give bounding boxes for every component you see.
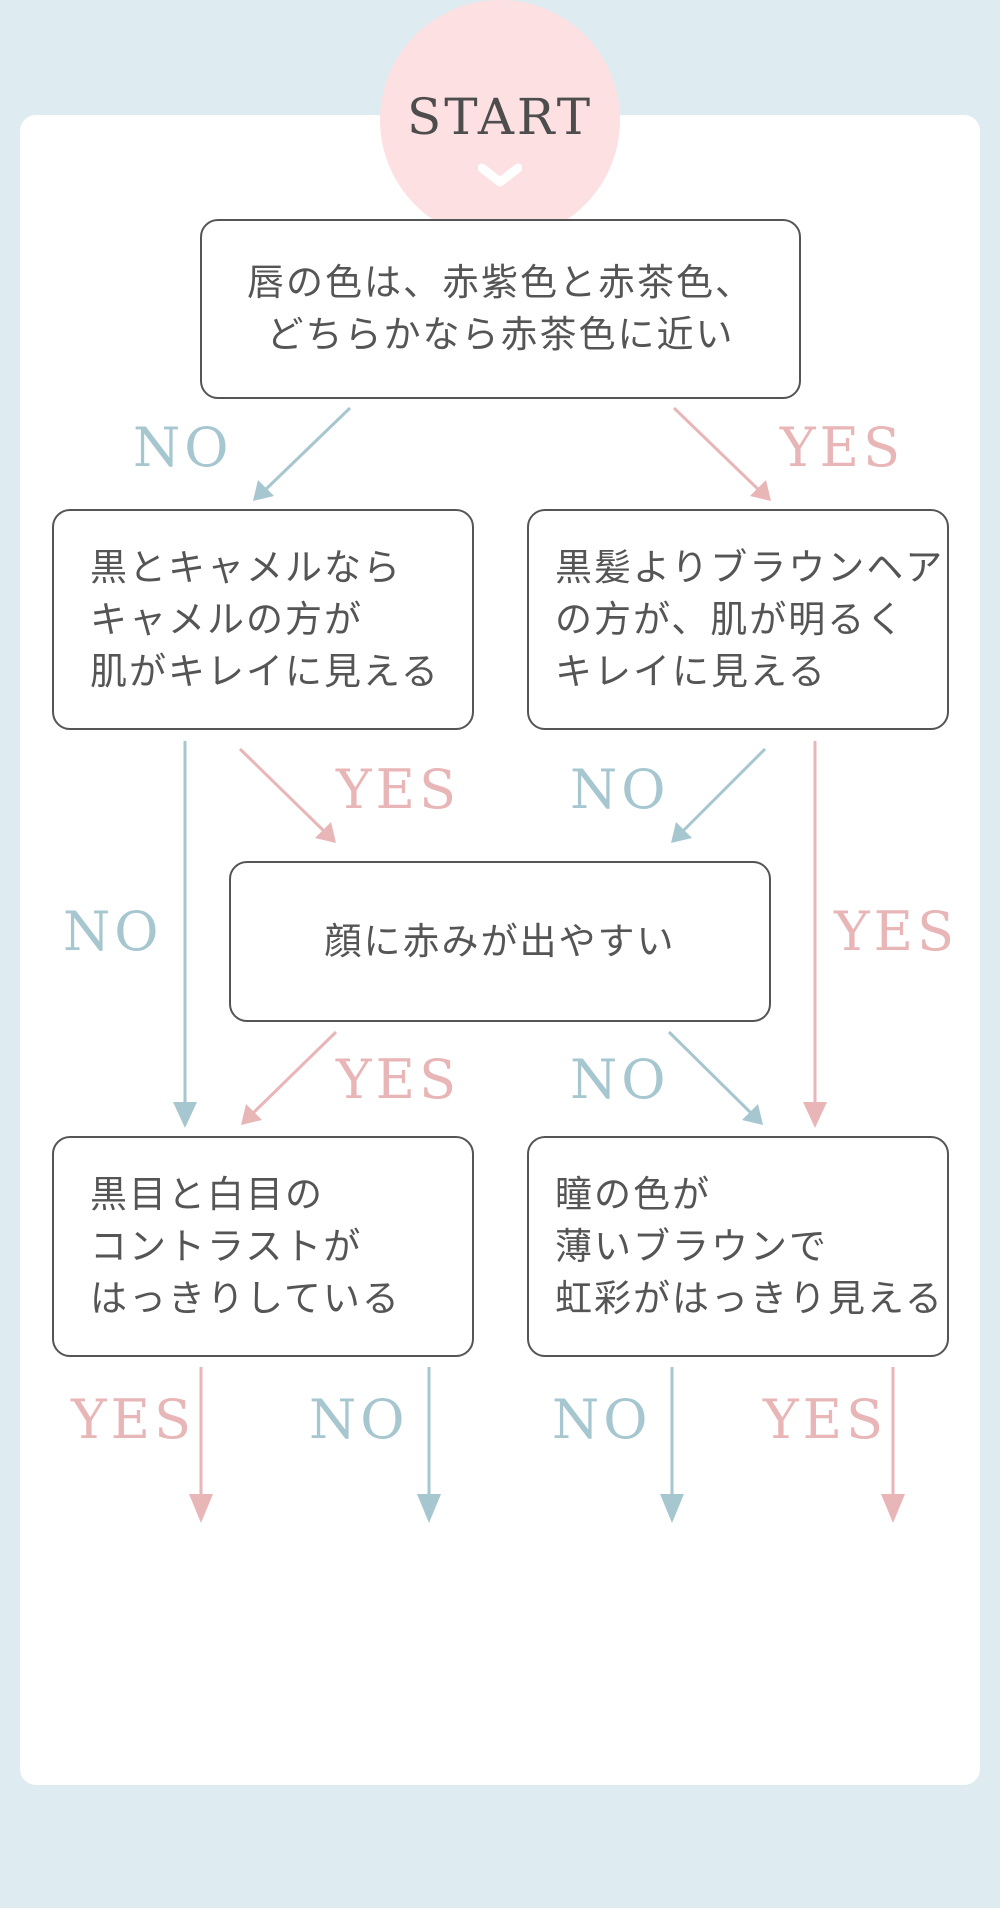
question-5-line-1: 黒目と白目の (90, 1172, 324, 1216)
question-4-line-1: 顔に赤みが出やすい (324, 919, 676, 963)
question-3: 黒髪よりブラウンヘア の方が、肌が明るく キレイに見える (527, 509, 949, 730)
question-3-line-2: の方が、肌が明るく (555, 597, 906, 641)
label-q3-no: NO (570, 758, 670, 821)
arrow-q1-no (260, 406, 352, 495)
label-q1-yes: YES (780, 416, 905, 479)
question-2: 黒とキャメルなら キャメルの方が 肌がキレイに見える (52, 509, 474, 730)
question-5-line-2: コントラストが (90, 1224, 363, 1268)
chevron-down-icon (478, 163, 522, 187)
start-label: START (406, 88, 594, 146)
question-6-line-3: 虹彩がはっきり見える (555, 1276, 944, 1320)
arrowhead-q6-no (660, 1494, 684, 1523)
question-1-line-1: 唇の色は、赤紫色と赤茶色、 (247, 261, 754, 304)
question-5: 黒目と白目の コントラストが はっきりしている (52, 1136, 474, 1357)
arrow-q4-no (667, 1030, 756, 1118)
question-2-line-3: 肌がキレイに見える (90, 649, 440, 693)
arrow-q4-yes (248, 1030, 338, 1118)
arrowhead-q6-yes (881, 1494, 905, 1523)
label-q2-yes: YES (336, 758, 461, 821)
arrowhead-q5-yes (189, 1494, 213, 1523)
arrowhead-q2-yes (315, 822, 336, 843)
question-5-line-3: はっきりしている (90, 1276, 401, 1320)
question-6: 瞳の色が 薄いブラウンで 虹彩がはっきり見える (527, 1136, 949, 1357)
arrow-q3-no (678, 747, 767, 836)
label-q2-no: NO (63, 900, 163, 963)
label-q6-no: NO (552, 1388, 652, 1451)
question-6-line-2: 薄いブラウンで (555, 1224, 828, 1268)
start-badge: START (380, 0, 620, 240)
arrowhead-q4-yes (241, 1104, 262, 1125)
arrowhead-q2-no (173, 1102, 197, 1128)
label-q4-no: NO (570, 1048, 670, 1111)
label-q3-yes: YES (834, 900, 959, 963)
label-q6-yes: YES (763, 1388, 888, 1451)
arrowhead-q5-no (417, 1494, 441, 1523)
question-3-line-3: キレイに見える (555, 649, 827, 693)
question-4: 顔に赤みが出やすい (229, 861, 771, 1022)
question-2-line-1: 黒とキャメルなら (90, 545, 402, 589)
arrowhead-q3-no (671, 822, 692, 843)
question-2-line-2: キャメルの方が (90, 597, 363, 641)
arrowhead-q4-no (742, 1104, 763, 1125)
question-1-line-2: どちらかなら赤茶色に近い (266, 313, 735, 356)
arrowhead-q3-yes (803, 1102, 827, 1128)
arrow-q2-yes (238, 747, 329, 836)
label-q5-yes: YES (71, 1388, 196, 1451)
label-q5-no: NO (309, 1388, 409, 1451)
label-q1-no: NO (133, 416, 233, 479)
arrowhead-q1-yes (750, 480, 771, 501)
question-3-line-1: 黒髪よりブラウンヘア (555, 545, 945, 589)
label-q4-yes: YES (336, 1048, 461, 1111)
question-6-line-1: 瞳の色が (555, 1172, 711, 1216)
arrowhead-q1-no (253, 480, 274, 501)
arrow-q1-yes (672, 406, 764, 495)
question-1: 唇の色は、赤紫色と赤茶色、 どちらかなら赤茶色に近い (200, 219, 801, 399)
